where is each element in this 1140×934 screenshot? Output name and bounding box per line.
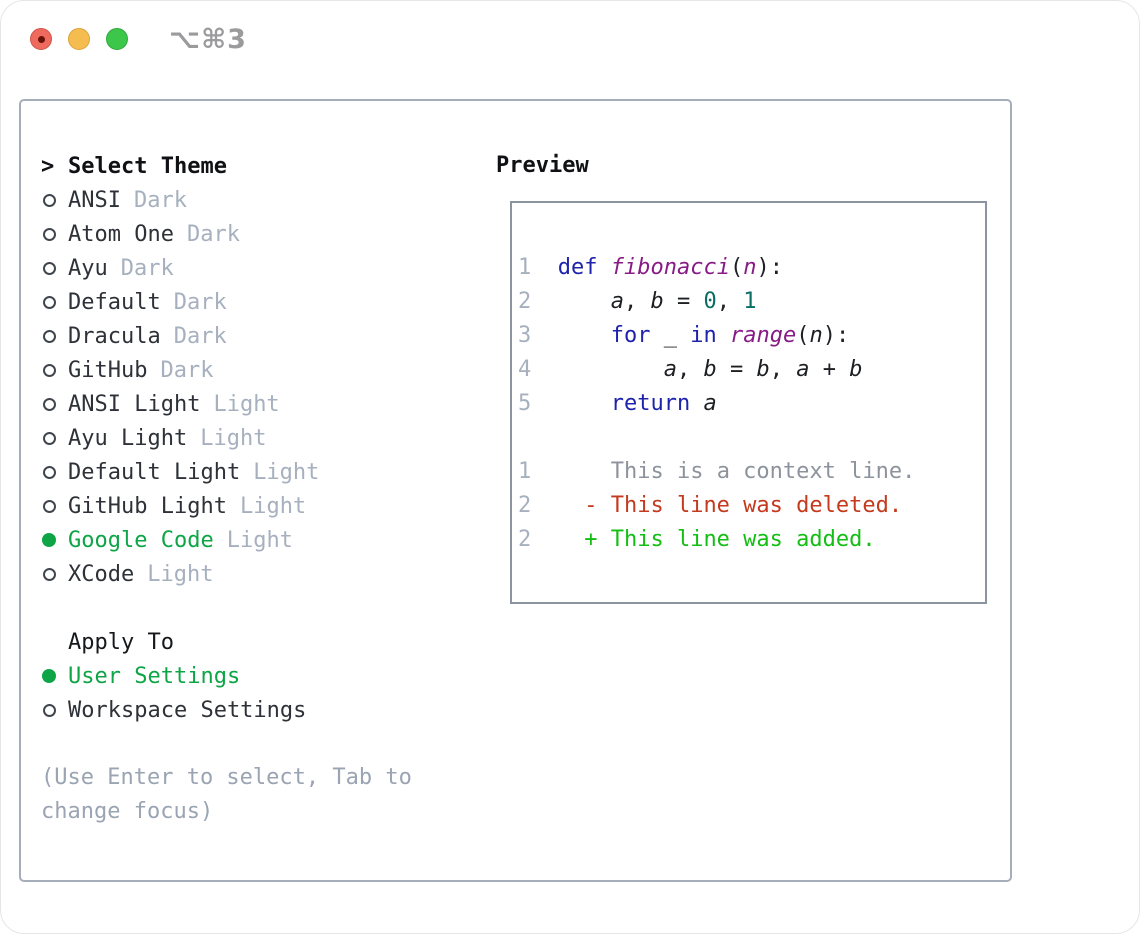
theme-name: GitHub xyxy=(68,357,148,383)
theme-name: Dracula xyxy=(68,323,161,349)
radio-icon xyxy=(43,499,56,513)
radio-icon xyxy=(43,329,56,343)
theme-variant-tag: Light xyxy=(226,527,293,553)
radio-icon xyxy=(42,669,56,683)
theme-variant-tag: Light xyxy=(200,425,267,451)
theme-options-list: ANSI Dark Atom One Dark Ayu Dark Default… xyxy=(41,183,412,591)
theme-option-default-dark[interactable]: Default Dark xyxy=(41,285,412,319)
theme-option-google-code-light[interactable]: Google Code Light xyxy=(41,523,412,557)
apply-to-label: User Settings xyxy=(68,663,241,689)
code-line: 1 def fibonacci(n): xyxy=(518,255,783,280)
radio-icon xyxy=(43,295,56,309)
code-line: 1 This is a context line. xyxy=(518,459,916,484)
apply-to-label: Workspace Settings xyxy=(68,697,307,723)
apply-to-header: Apply To xyxy=(41,625,412,659)
theme-option-github-dark[interactable]: GitHub Dark xyxy=(41,353,412,387)
spacer xyxy=(41,727,412,761)
theme-variant-tag: Light xyxy=(253,459,320,485)
theme-name: Default Light xyxy=(68,459,241,485)
prompt-icon: > xyxy=(41,153,55,179)
theme-variant-tag: Dark xyxy=(133,187,187,213)
apply-to-options-list: User Settings Workspace Settings xyxy=(41,659,412,727)
theme-name: Ayu Light xyxy=(68,425,188,451)
radio-icon xyxy=(43,703,56,717)
theme-name: Atom One xyxy=(68,221,174,247)
radio-icon xyxy=(43,363,56,377)
theme-variant-tag: Dark xyxy=(173,323,227,349)
theme-name: Google Code xyxy=(68,527,214,553)
theme-name: Ayu xyxy=(68,255,108,281)
code-line: 2 + This line was added. xyxy=(518,527,876,552)
theme-name: ANSI xyxy=(68,187,121,213)
theme-option-xcode-light[interactable]: XCode Light xyxy=(41,557,412,591)
radio-icon xyxy=(42,533,56,547)
code-line: 2 - This line was deleted. xyxy=(518,493,903,518)
code-line: 5 return a xyxy=(518,391,717,416)
radio-icon xyxy=(43,193,56,207)
theme-option-atom-one-dark[interactable]: Atom One Dark xyxy=(41,217,412,251)
apply-to-option-user-settings[interactable]: User Settings xyxy=(41,659,412,693)
code-line: 4 a, b = b, a + b xyxy=(518,357,863,382)
main-panel: > Select Theme ANSI Dark Atom One Dark A… xyxy=(19,99,1012,882)
radio-icon xyxy=(43,227,56,241)
preview-title: Preview xyxy=(496,153,589,178)
theme-variant-tag: Dark xyxy=(160,357,214,383)
radio-icon xyxy=(43,261,56,275)
theme-variant-tag: Dark xyxy=(120,255,174,281)
theme-name: Default xyxy=(68,289,161,315)
radio-icon xyxy=(43,465,56,479)
theme-option-ansi-light-light[interactable]: ANSI Light Light xyxy=(41,387,412,421)
theme-name: GitHub Light xyxy=(68,493,227,519)
code-line: 2 a, b = 0, 1 xyxy=(518,289,757,314)
preview-code: 1 def fibonacci(n): 2 a, b = 0, 1 3 for _ … xyxy=(518,251,985,557)
minimize-button[interactable] xyxy=(68,28,90,50)
select-theme-title: Select Theme xyxy=(68,153,227,179)
theme-name: ANSI Light xyxy=(68,391,201,417)
theme-option-default-light-light[interactable]: Default Light Light xyxy=(41,455,412,489)
record-dot-icon xyxy=(38,36,45,43)
theme-variant-tag: Dark xyxy=(186,221,240,247)
theme-name: XCode xyxy=(68,561,135,587)
code-line xyxy=(518,421,985,455)
select-theme-header: > Select Theme xyxy=(41,149,412,183)
code-line: 3 for _ in range(n): xyxy=(518,323,850,348)
apply-to-title: Apply To xyxy=(68,629,174,655)
theme-variant-tag: Light xyxy=(213,391,280,417)
theme-option-ayu-dark[interactable]: Ayu Dark xyxy=(41,251,412,285)
window-title: ⌥⌘3 xyxy=(169,24,247,55)
theme-variant-tag: Dark xyxy=(173,289,227,315)
radio-icon xyxy=(43,431,56,445)
apply-to-option-workspace-settings[interactable]: Workspace Settings xyxy=(41,693,412,727)
hint-line-2: change focus) xyxy=(41,799,214,824)
preview-box: 1 def fibonacci(n): 2 a, b = 0, 1 3 for _ … xyxy=(510,201,987,604)
spacer xyxy=(41,591,412,625)
theme-variant-tag: Light xyxy=(147,561,214,587)
radio-icon xyxy=(43,567,56,581)
theme-option-ayu-light-light[interactable]: Ayu Light Light xyxy=(41,421,412,455)
theme-option-dracula-dark[interactable]: Dracula Dark xyxy=(41,319,412,353)
theme-option-ansi-dark[interactable]: ANSI Dark xyxy=(41,183,412,217)
theme-variant-tag: Light xyxy=(239,493,307,519)
zoom-button[interactable] xyxy=(106,28,128,50)
close-button[interactable] xyxy=(30,28,52,50)
hint-line-1: (Use Enter to select, Tab to xyxy=(41,765,412,790)
theme-option-github-light-light[interactable]: GitHub Light Light xyxy=(41,489,412,523)
radio-icon xyxy=(43,397,56,411)
theme-selector: > Select Theme ANSI Dark Atom One Dark A… xyxy=(41,149,412,829)
